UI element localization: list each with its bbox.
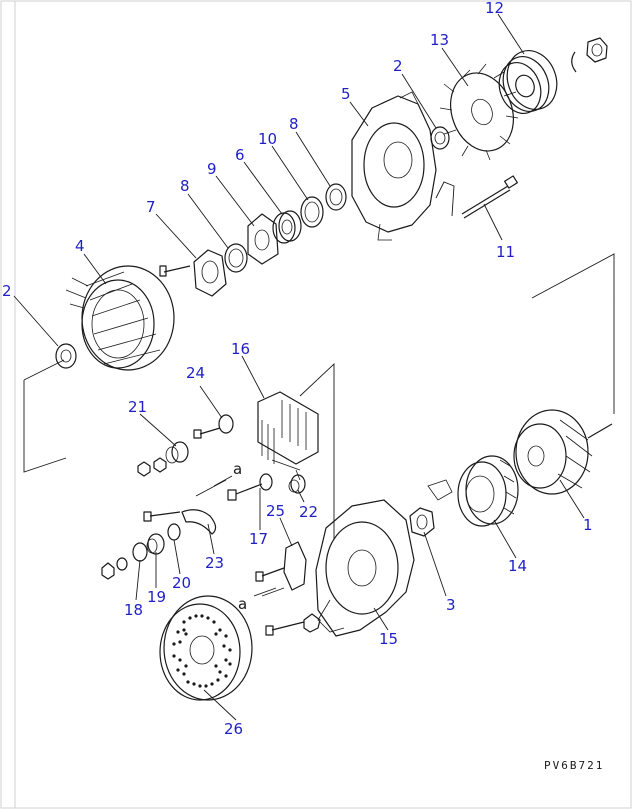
part-rotor <box>513 409 613 495</box>
callout-12: 12 <box>485 0 504 17</box>
part-hex-nut-3 <box>409 507 435 537</box>
part-front-bracket <box>351 91 437 241</box>
section-marker-upper: a <box>233 460 242 478</box>
callout-22: 22 <box>299 503 318 521</box>
part-bearing-6 <box>272 210 302 244</box>
part-stator <box>65 265 175 371</box>
callout-3: 3 <box>446 596 456 614</box>
callout-2-lower: 2 <box>2 282 12 300</box>
callout-leaders <box>13 13 585 721</box>
part-lock-washer <box>571 51 577 73</box>
part-retainer-ring-8a <box>224 243 248 273</box>
callout-5: 5 <box>341 85 351 103</box>
section-marker-lower: a <box>238 595 247 613</box>
part-rear-cover <box>159 595 253 701</box>
part-rear-bracket <box>265 499 415 637</box>
part-bearing-lower <box>55 343 77 369</box>
callout-23: 23 <box>205 554 224 572</box>
callout-11: 11 <box>496 243 515 261</box>
part-insulator-19 <box>146 533 165 555</box>
part-retainer-ring-8b <box>325 183 347 211</box>
part-fan <box>439 63 519 161</box>
callout-26: 26 <box>224 720 243 738</box>
part-nut <box>586 37 608 63</box>
callout-4: 4 <box>75 237 85 255</box>
part-slip-ring-cover <box>427 455 519 527</box>
part-terminal-bolt-17 <box>227 473 273 501</box>
callout-13: 13 <box>430 31 449 49</box>
callout-1: 1 <box>583 516 593 534</box>
part-pulley <box>498 50 558 114</box>
callout-21: 21 <box>128 398 147 416</box>
part-insulator-21 <box>137 441 189 477</box>
part-bearing-retainer-7 <box>159 249 227 297</box>
callout-labels: 1 2 2 3 4 5 6 7 8 8 9 10 11 12 13 14 15 … <box>2 0 593 738</box>
callout-17: 17 <box>249 530 268 548</box>
callout-7: 7 <box>146 198 156 216</box>
part-spacer-10 <box>300 196 324 228</box>
part-through-bolt <box>461 175 518 219</box>
callout-6: 6 <box>235 146 245 164</box>
callout-18: 18 <box>124 601 143 619</box>
part-cover-plate-9 <box>247 213 279 265</box>
callout-8-upper: 8 <box>289 115 299 133</box>
assembly-axis-lines <box>23 181 615 597</box>
part-lead-wire-23 <box>143 479 227 535</box>
part-bearing-upper <box>430 126 450 150</box>
part-terminal-24 <box>193 414 234 439</box>
part-regulator-25 <box>255 541 307 597</box>
callout-20: 20 <box>172 574 191 592</box>
callout-15: 15 <box>379 630 398 648</box>
callout-8-lower: 8 <box>180 177 190 195</box>
part-bushing-22 <box>288 474 306 494</box>
callout-19: 19 <box>147 588 166 606</box>
callout-16: 16 <box>231 340 250 358</box>
part-rectifier <box>257 391 319 481</box>
callout-2-upper: 2 <box>393 57 403 75</box>
part-washer-20 <box>167 523 181 541</box>
callout-9: 9 <box>207 160 217 178</box>
callout-24: 24 <box>186 364 205 382</box>
callout-10: 10 <box>258 130 277 148</box>
callout-14: 14 <box>508 557 527 575</box>
callout-25: 25 <box>266 502 285 520</box>
rear-cover-vent-holes <box>172 614 232 688</box>
drawing-code: PV6B721 <box>544 759 604 772</box>
